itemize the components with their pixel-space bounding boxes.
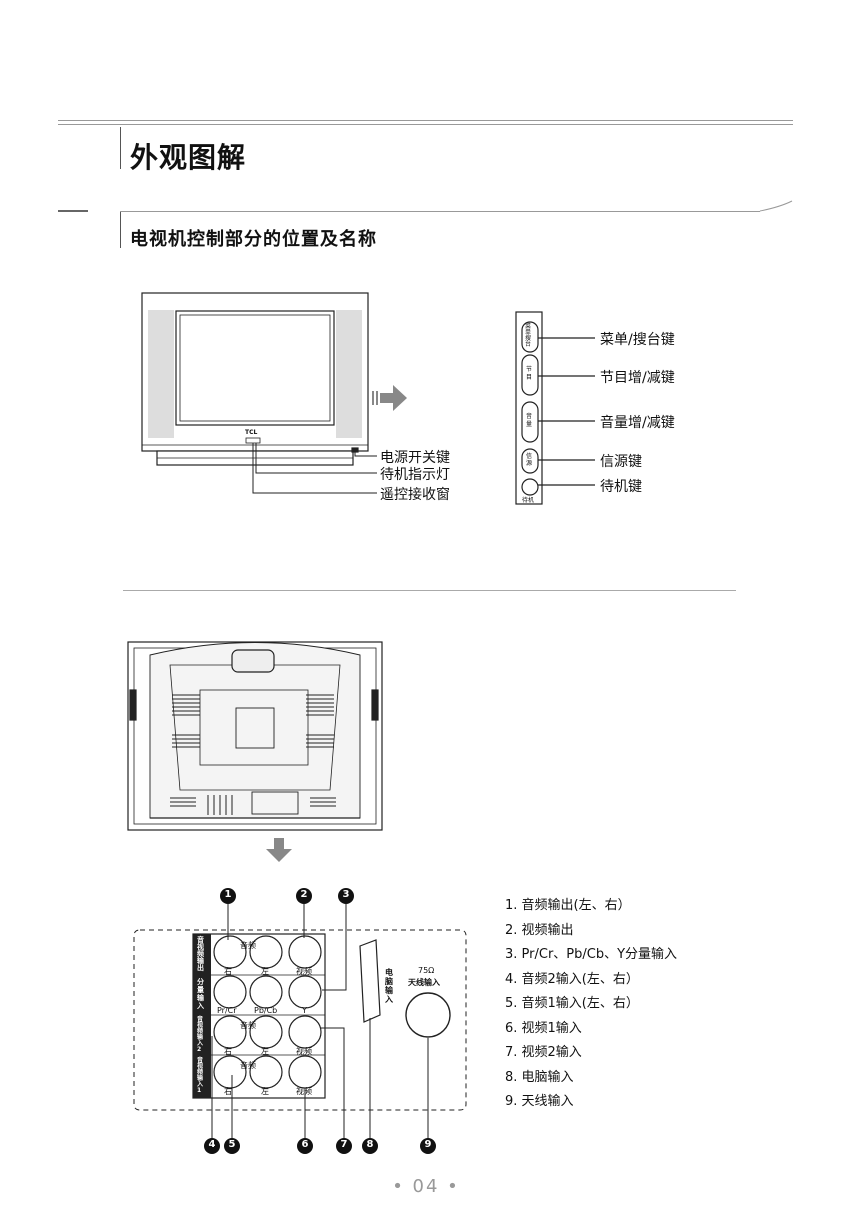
rear-jack-panel [133,904,467,1140]
brand-logo: TCL [245,429,258,436]
jack-label-y: Y [302,1006,307,1015]
callout-9: 9 [424,1139,432,1150]
subtitle-vbar [120,212,121,248]
section-rule-curve [759,200,793,212]
jack-label-right-in2: 右 [224,1047,232,1056]
label-power-switch: 电源开关键 [380,450,450,466]
list-item: 7. 视频2输入 [505,1045,582,1060]
side-text-source: 信源 [526,453,533,467]
callout-2: 2 [300,889,308,900]
jack-label-right-out: 右 [224,967,232,976]
jack-label-audio-in1: 音频 [240,1061,256,1070]
connector-legend-list: 1. 音频输出(左、右） 2. 视频输出 3. Pr/Cr、Pb/Cb、Y分量输… [505,894,677,1115]
jack-label-pr: Pr/Cr [217,1006,237,1015]
jack-label-audio-in2: 音频 [240,1021,256,1030]
tv-front-illustration [141,292,369,466]
list-item: 3. Pr/Cr、Pb/Cb、Y分量输入 [505,947,678,962]
jack-label-left-in1: 左 [261,1087,269,1096]
jack-label-left-out: 左 [261,967,269,976]
side-text-program: 节目 [526,366,533,381]
jack-label-pb: Pb/Cb [254,1006,278,1015]
callout-7: 7 [340,1139,348,1150]
list-item: 5. 音频1输入(左、右） [505,996,639,1011]
panel-label-av-in-1: 音视频输入1 [197,1057,204,1094]
side-text-standby: 待机 [522,497,535,504]
jack-label-video-in1: 视频 [296,1087,312,1096]
section-rule [120,211,760,212]
list-item: 6. 视频1输入 [505,1020,582,1036]
section-rule-dark [58,210,88,212]
panel-label-av-in-2: 音视频输入2 [197,1016,204,1053]
rear-vents [170,694,336,815]
jack-label-video-out: 视频 [296,967,312,976]
jack-label-video-in2: 视频 [296,1047,312,1056]
label-volume-key: 音量增/减键 [600,415,675,431]
label-standby-key: 待机键 [600,479,642,495]
section-subtitle: 电视机控制部分的位置及名称 [130,229,377,250]
list-item: 9. 天线输入 [505,1094,574,1109]
callout-4: 4 [208,1139,216,1150]
top-rule [58,120,793,121]
label-source-key: 信源键 [600,454,642,470]
antenna-input-label: 天线输入 [408,978,440,987]
list-item: 4. 音频2输入(左、右） [505,971,639,987]
middle-rule [123,590,736,591]
label-menu-search-key: 菜单/搜台键 [600,332,675,348]
page-number: • 04 • [392,1176,460,1197]
jack-label-right-in1: 右 [224,1087,232,1096]
front-label-leaders [252,443,377,494]
label-program-key: 节目增/减键 [600,370,675,386]
right-arrow-icon [372,385,407,411]
down-arrow-icon [266,838,292,862]
pc-input-label: 电脑输入 [385,968,393,1004]
top-rule-2 [58,124,793,125]
panel-label-component: 分量输入 [197,978,204,1010]
antenna-ohm-label: 75Ω [418,966,435,975]
callout-5: 5 [228,1139,236,1150]
tv-rear-illustration [127,641,383,831]
side-control-strip [515,311,595,505]
callout-badges [204,888,436,1154]
side-text-menu: 菜单搜台 [525,323,532,348]
callout-8: 8 [366,1139,374,1150]
callout-6: 6 [301,1139,309,1150]
jack-label-left-in2: 左 [261,1047,269,1056]
label-standby-indicator: 待机指示灯 [380,467,450,483]
list-item: 1. 音频输出(左、右） [505,898,631,913]
panel-label-av-out: 音视频输出 [197,936,204,972]
callout-3: 3 [342,889,350,900]
list-item: 8. 电脑输入 [505,1069,574,1085]
side-text-volume: 音量 [526,413,533,428]
title-vbar [120,127,121,169]
list-item: 2. 视频输出 [505,922,574,938]
callout-1: 1 [224,889,232,900]
jack-label-audio-out: 音频 [240,941,256,950]
page-title: 外观图解 [130,141,247,174]
label-remote-receiver: 遥控接收窗 [380,487,450,503]
